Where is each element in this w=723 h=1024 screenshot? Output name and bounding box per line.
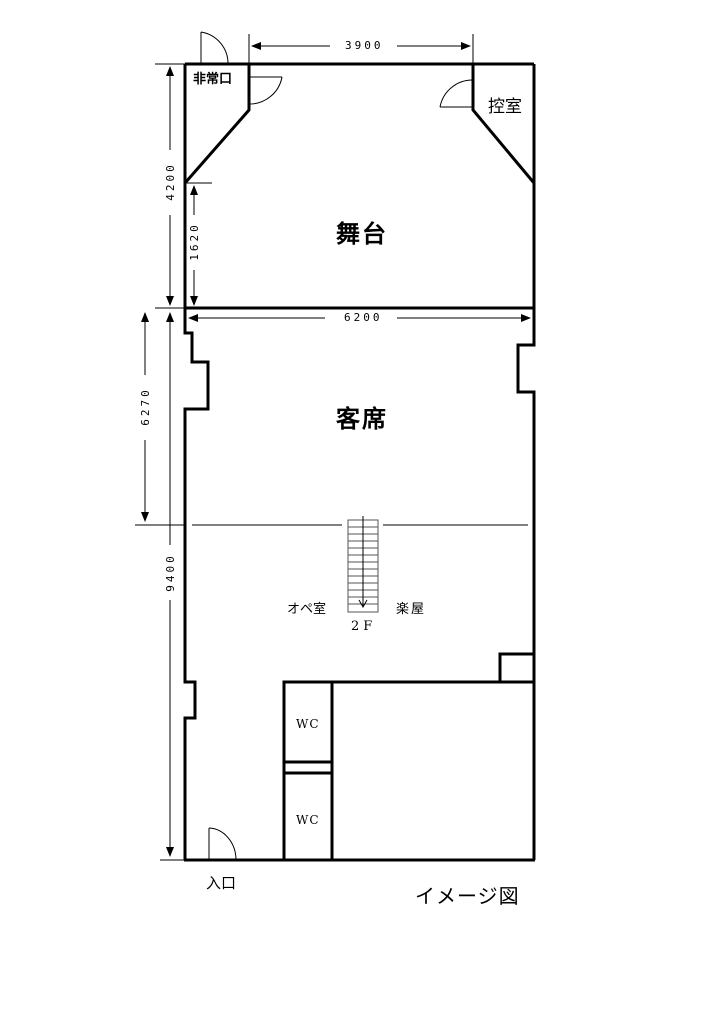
- dimension-rear-depth: 9400: [163, 551, 177, 594]
- room-label-control-room: 控室: [488, 97, 522, 117]
- room-label-dressing-room: 楽屋: [396, 602, 427, 617]
- dimension-stage-opening-width: 3900: [343, 39, 386, 52]
- room-label-seating: 客席: [336, 405, 388, 433]
- staircase: [347, 516, 379, 613]
- diagram-caption: イメージ図: [415, 884, 520, 908]
- floor-label-2f: 2F: [351, 619, 377, 634]
- door-swings: [200, 31, 474, 861]
- room-label-operation-room: オペ室: [287, 602, 327, 617]
- hall-walls: [183, 308, 536, 862]
- room-label-wc-lower: WC: [296, 813, 320, 827]
- stage-walls: [183, 62, 536, 310]
- dimension-stage-side-height: 1620: [187, 220, 201, 263]
- dimension-hall-width: 6200: [342, 311, 385, 324]
- room-label-wc-upper: WC: [296, 717, 320, 731]
- room-label-emergency-exit: 非常口: [193, 72, 233, 87]
- room-label-entrance: 入口: [206, 874, 237, 892]
- dimension-stage-depth: 4200: [163, 160, 177, 203]
- dimension-seating-depth: 6270: [138, 385, 152, 428]
- room-label-stage: 舞台: [336, 220, 388, 248]
- dimension-lines: [135, 34, 531, 861]
